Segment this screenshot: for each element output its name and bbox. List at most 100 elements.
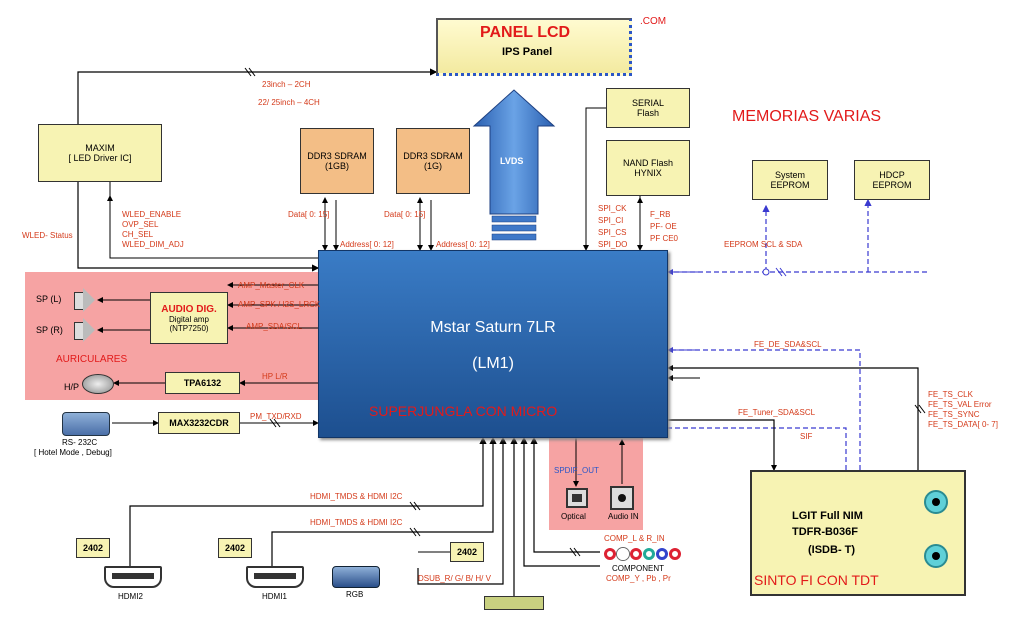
signal-fe-ts-val: FE_TS_VAL Error: [928, 400, 992, 409]
db9-connector-icon: [62, 412, 110, 436]
audio-in-connector-icon: [610, 486, 634, 510]
signal-spi-cs: SPI_CS: [598, 228, 627, 237]
signal-pf-ceo: PF CE0: [650, 234, 679, 243]
component-label: COMPONENT: [612, 564, 664, 573]
tpa6132: TPA6132: [165, 372, 240, 394]
signal-pm-txd: PM_TXD/RXD: [250, 412, 302, 421]
panel-title: PANEL LCD: [480, 24, 571, 41]
signal-hp-lr: HP L/R: [262, 372, 288, 381]
signal-comp-y: COMP_Y , Pb , Pr: [606, 574, 671, 583]
signal-sif: SIF: [800, 432, 813, 441]
signal-fe-ts-clk: FE_TS_CLK: [928, 390, 973, 399]
maxim-line2: [ LED Driver IC]: [68, 153, 132, 163]
rf-connector-2-icon: [924, 544, 948, 568]
slot-connector-icon: [484, 596, 544, 610]
headphone-icon: [82, 374, 114, 394]
signal-ddr1-data: Data[ 0: 15]: [288, 210, 330, 219]
speaker-right-label: SP (R): [36, 325, 63, 335]
hdmi2-label: HDMI2: [118, 592, 143, 601]
signal-ddr2-data: Data[ 0: 15]: [384, 210, 426, 219]
signal-ch-sel: CH_SEL: [122, 230, 154, 239]
rs232-line2: [ Hotel Mode , Debug]: [34, 448, 112, 457]
soc-overlay: SUPERJUNGLA CON MICRO: [369, 403, 558, 419]
nand-flash: NAND Flash HYNIX: [606, 140, 690, 196]
rgb-label: RGB: [346, 590, 364, 599]
signal-lcd-22: 22/ 25inch – 4CH: [258, 98, 320, 107]
hdmi1-label: HDMI1: [262, 592, 287, 601]
signal-spi-ci: SPI_CI: [598, 216, 624, 225]
hdmi1-connector-icon: [246, 566, 304, 588]
signal-amp-master: AMP_Master_CLK: [238, 281, 305, 290]
ddr2-line1: DDR3 SDRAM: [403, 151, 463, 161]
maxim-line1: MAXIM: [85, 143, 115, 153]
tuner-nim: LGIT Full NIM TDFR-B036F (ISDB- T) SINTO…: [750, 470, 966, 596]
signal-spi-do: SPI_DO: [598, 240, 628, 249]
serial-line1: SERIAL: [631, 98, 664, 108]
signal-hdmi-tmds-2: HDMI_TMDS & HDMI I2C: [310, 518, 403, 527]
signal-wled-status: WLED- Status: [22, 231, 73, 240]
signal-fe-tuner: FE_Tuner_SDA&SCL: [738, 408, 816, 417]
signal-spdif: SPDIF_OUT: [554, 466, 599, 475]
audio-title: AUDIO DIG.: [161, 303, 217, 315]
soc-mstar: Mstar Saturn 7LR (LM1) SUPERJUNGLA CON M…: [318, 250, 668, 438]
tuner-line1: LGIT Full NIM: [792, 510, 863, 522]
speaker-left-label: SP (L): [36, 294, 62, 304]
headphone-label: H/P: [64, 382, 80, 392]
signal-dsub: DSUB_R/ G/ B/ H/ V: [418, 574, 491, 583]
soc-line2: (LM1): [472, 355, 514, 372]
tuner-line2: TDFR-B036F: [792, 526, 859, 538]
signal-fe-ts-data: FE_TS_DATA[ 0- 7]: [928, 420, 998, 429]
signal-amp-i2s: AMP_SPK / I2S_LRCK: [238, 300, 321, 309]
speaker-right-cone-icon: [83, 318, 95, 342]
spdif-zone: [549, 436, 643, 530]
memorias-varias-title: MEMORIAS VARIAS: [732, 108, 882, 125]
signal-ovp-sel: OVP_SEL: [122, 220, 159, 229]
signal-hdmi-tmds-1: HDMI_TMDS & HDMI I2C: [310, 492, 403, 501]
audio-line1: Digital amp: [168, 314, 209, 324]
serial-line2: Flash: [636, 108, 659, 118]
signal-spi-ck: SPI_CK: [598, 204, 627, 213]
ddr1-line2: (1GB): [324, 161, 349, 171]
ddr2-line2: (1G): [424, 161, 442, 171]
max3232-label: MAX3232CDR: [169, 418, 229, 428]
signal-eeprom-bus: EEPROM SCL & SDA: [724, 240, 803, 249]
ddr3-sdram-1: DDR3 SDRAM (1GB): [300, 128, 374, 194]
audio-overlay: AURICULARES: [56, 354, 128, 365]
eeprom-2402-rgb: 2402: [450, 542, 484, 562]
optical-connector-icon: [566, 488, 588, 508]
signal-pf-oe: PF- OE: [650, 222, 677, 231]
signal-f-rb: F_RB: [650, 210, 671, 219]
hdmi2-connector-icon: [104, 566, 162, 588]
speaker-left-cone-icon: [83, 288, 95, 312]
rgb-connector-icon: [332, 566, 380, 588]
serial-flash: SERIAL Flash: [606, 88, 690, 128]
signal-wled-enable: WLED_ENABLE: [122, 210, 182, 219]
tuner-overlay: SINTO FI CON TDT: [754, 572, 879, 588]
signal-wled-dim: WLED_DIM_ADJ: [122, 240, 184, 249]
audio-line2: (NTP7250): [169, 323, 209, 333]
panel-watermark: .COM: [640, 16, 667, 27]
signal-comp-lr: COMP_L & R_IN: [604, 534, 665, 543]
signal-fe-ts-sync: FE_TS_SYNC: [928, 410, 980, 419]
signal-amp-sda: AMP_SDA/SCL: [246, 322, 303, 331]
hdcp-eeprom-line1: HDCP: [879, 170, 905, 180]
rf-connector-1-icon: [924, 490, 948, 514]
lvds-label: LVDS: [500, 156, 524, 166]
soc-line1: Mstar Saturn 7LR: [430, 319, 556, 336]
system-eeprom-line2: EEPROM: [770, 180, 810, 190]
audio-in-label: Audio IN: [608, 512, 639, 521]
signal-ddr1-addr: Address[ 0: 12]: [340, 240, 394, 249]
rs232-line1: RS- 232C: [62, 438, 98, 447]
ddr1-line1: DDR3 SDRAM: [307, 151, 367, 161]
max3232cdr: MAX3232CDR: [158, 412, 240, 434]
eeprom-2402-hdmi2: 2402: [76, 538, 110, 558]
system-eeprom: System EEPROM: [752, 160, 828, 200]
signal-fe-de: FE_DE_SDA&SCL: [754, 340, 822, 349]
audio-digital-amp: AUDIO DIG. Digital amp (NTP7250): [150, 292, 228, 344]
ddr3-sdram-2: DDR3 SDRAM (1G): [396, 128, 470, 194]
component-jacks-icon: [604, 548, 684, 562]
system-eeprom-line1: System: [774, 170, 805, 180]
panel-lcd: PANEL LCD IPS Panel: [436, 18, 632, 76]
